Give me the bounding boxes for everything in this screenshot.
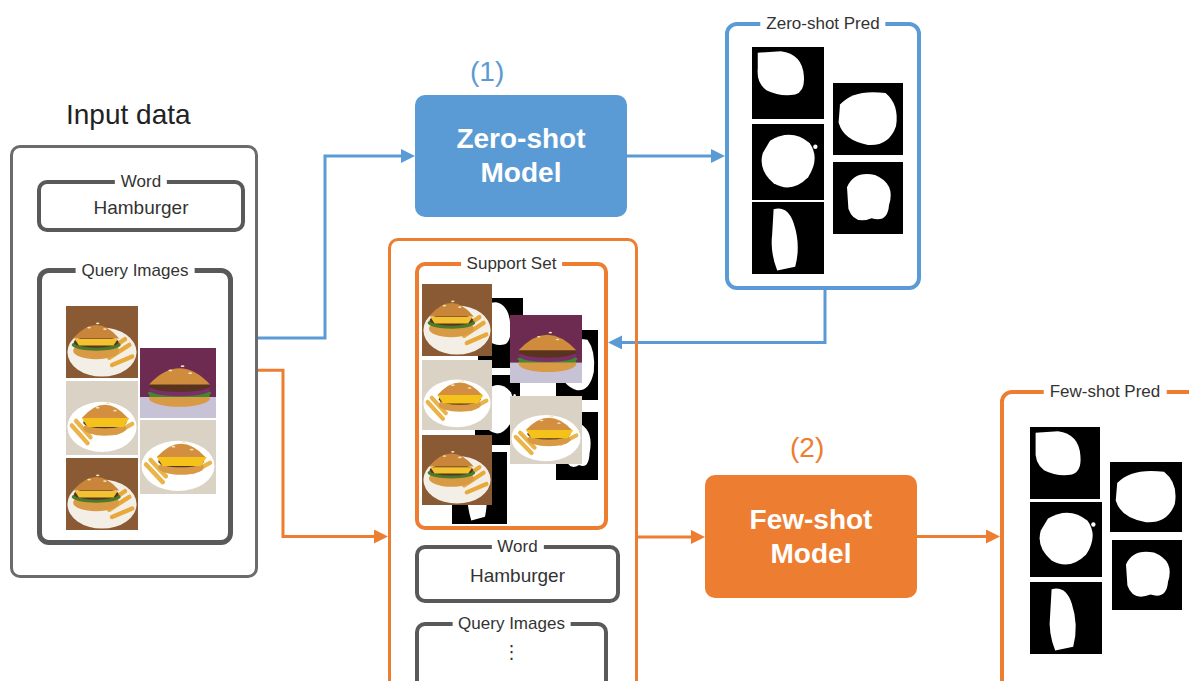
word-box: WordHamburger: [37, 180, 245, 232]
flow-arrow: [638, 535, 699, 538]
input-panel: Input dataWordHamburgerQuery Images: [10, 145, 258, 578]
mask-image: [1110, 462, 1182, 532]
burger-photo: [422, 360, 492, 430]
group-title: Word: [491, 537, 543, 557]
group-title: Query Images: [76, 261, 195, 281]
flow-arrow: [627, 155, 719, 158]
zero-shot-model: Zero-shot Model: [415, 95, 627, 217]
mask-image: [833, 162, 903, 234]
group-title: Zero-shot Pred: [760, 14, 885, 34]
zero-shot-masks: [752, 47, 903, 274]
word-box: WordHamburger: [415, 545, 620, 603]
burger-photo: [66, 381, 138, 455]
ellipsis: ⋮: [419, 642, 604, 662]
flow-arrow: [614, 290, 825, 342]
query-photos: [66, 306, 216, 530]
group-title: Support Set: [461, 254, 563, 274]
mask-image: [1030, 502, 1102, 577]
burger-photo: [66, 458, 138, 530]
flow-arrow: [917, 535, 994, 538]
few-shot-input-panel: Support SetWordHamburgerQuery Images⋮: [388, 238, 638, 681]
mask-image: [752, 202, 824, 274]
query-images-box: Query Images⋮: [415, 622, 608, 681]
zero-shot-pred-box: Zero-shot Pred: [725, 22, 921, 290]
flow-arrow: [258, 370, 382, 536]
step-number: (2): [790, 432, 824, 464]
query-images-box: Query Images: [37, 268, 233, 545]
few-shot-pred-box: Few-shot Pred: [1000, 390, 1189, 681]
mask-image: [752, 124, 824, 200]
burger-photo: [422, 435, 492, 505]
word-value: Hamburger: [41, 197, 241, 219]
few-shot-masks: [1030, 427, 1182, 654]
step-number: (1): [470, 56, 504, 88]
group-title: Word: [115, 172, 167, 192]
burger-photo: [140, 348, 216, 418]
mask-image: [752, 47, 824, 119]
burger-photo: [510, 315, 582, 383]
model-name: Few-shot Model: [705, 503, 917, 571]
support-set-box: Support Set: [415, 262, 608, 530]
group-title: Few-shot Pred: [1044, 382, 1167, 402]
burger-photo: [510, 396, 582, 464]
support-pairs: [422, 284, 598, 524]
group-title: Query Images: [452, 614, 571, 634]
model-name: Zero-shot Model: [415, 122, 627, 190]
mask-image: [1030, 582, 1102, 654]
burger-photo: [140, 420, 216, 494]
mask-image: [1112, 540, 1182, 610]
few-shot-model: Few-shot Model: [705, 475, 917, 598]
burger-photo: [422, 284, 492, 356]
mask-image: [833, 83, 903, 155]
burger-photo: [66, 306, 138, 378]
word-value: Hamburger: [419, 565, 616, 587]
panel-heading: Input data: [66, 99, 191, 131]
mask-image: [1030, 427, 1100, 499]
flow-arrow: [258, 156, 409, 338]
